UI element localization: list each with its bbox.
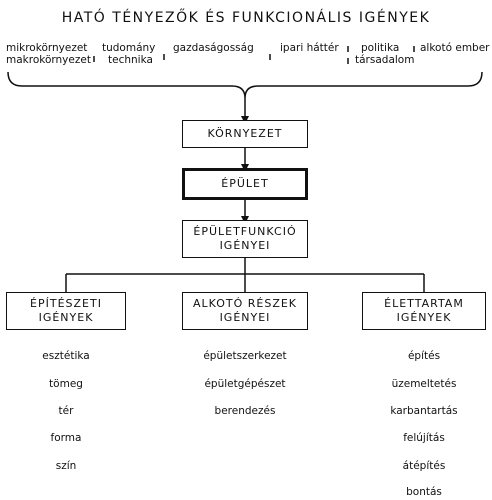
architectural-list-item: esztétika [42,350,90,362]
architectural-list-item: forma [50,432,82,444]
lifespan-list-item: bontás [406,486,442,498]
architectural-needs-box: ÉPÍTÉSZETI IGÉNYEK [6,292,126,330]
factor-environment: mikrokörnyezet makrokörnyezet [6,42,91,66]
parts-list-item: berendezés [214,405,276,417]
factor-label: makrokörnyezet [6,54,91,66]
factor-label: ipari háttér [280,42,339,54]
factor-label: társadalom [355,54,415,66]
architectural-list-item: tér [58,405,74,417]
parts-list-item: épületgépészet [204,378,286,390]
diagram-title: HATÓ TÉNYEZŐK ÉS FUNKCIONÁLIS IGÉNYEK [61,10,431,26]
architectural-list-item: tömeg [49,378,83,390]
building-function-box: ÉPÜLETFUNKCIÓ IGÉNYEI [182,220,308,258]
factor-label: gazdaságosság [173,42,254,54]
box-label: IGÉNYEI [219,239,271,252]
factor-label: tudomány [102,42,156,54]
factor-economy: gazdaságosság [173,42,254,54]
component-needs-box: ALKOTÓ RÉSZEK IGÉNYEI [182,292,308,330]
box-label: KÖRNYEZET [207,127,283,140]
lifespan-list-item: karbantartás [390,405,458,417]
box-label: IGÉNYEK [38,311,94,324]
architectural-list-item: szín [55,460,77,472]
building-box: ÉPÜLET [182,168,308,200]
lifespan-list-item: átépítés [402,460,446,472]
box-label: ÉPÍTÉSZETI [30,297,102,310]
lifespan-list-item: felújítás [403,432,445,444]
lifespan-needs-box: ÉLETTARTAM IGÉNYEK [362,292,486,330]
factor-label: alkotó ember [420,42,490,54]
factor-science: tudomány technika [102,42,155,66]
factor-label: politika [361,42,400,54]
box-label: ÉPÜLET [221,177,269,190]
lifespan-list-item: üzemeltetés [391,378,457,390]
parts-list-item: épületszerkezet [203,350,287,362]
factor-label: technika [108,54,153,66]
box-label: ÉPÜLETFUNKCIÓ [193,225,297,238]
box-label: IGÉNYEI [219,311,271,324]
factor-creator: alkotó ember [420,42,490,54]
box-label: IGÉNYEK [396,311,452,324]
factors-brace [7,71,483,99]
factor-label: mikrokörnyezet [6,42,88,54]
factor-industry: ipari háttér [280,42,339,54]
box-label: ÉLETTARTAM [384,297,464,310]
lifespan-list-item: építés [407,350,441,362]
box-label: ALKOTÓ RÉSZEK [192,297,298,310]
factor-politics: politika társadalom [355,42,414,66]
environment-box: KÖRNYEZET [182,120,308,148]
